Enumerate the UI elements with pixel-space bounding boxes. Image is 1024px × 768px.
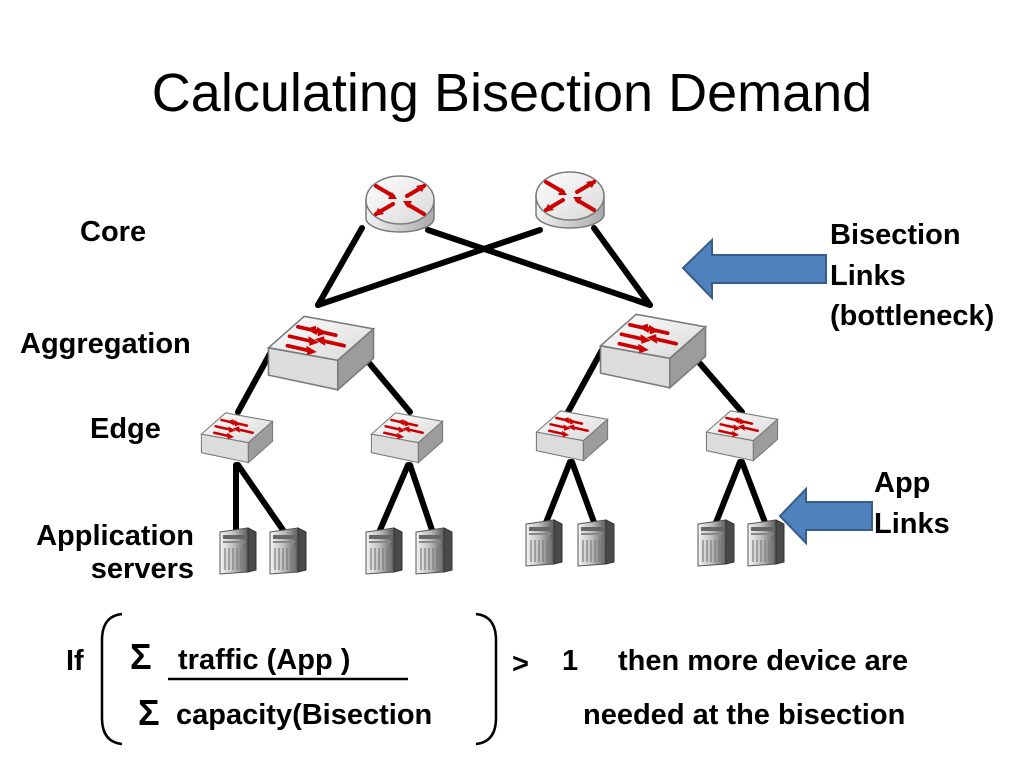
bisection-line3: (bottleneck)	[830, 300, 995, 333]
server-icon	[219, 527, 257, 575]
server-icon	[365, 527, 403, 575]
edge-server-link	[739, 459, 769, 528]
app-links-label: App Links	[874, 463, 950, 544]
agg-edge-link	[565, 347, 605, 415]
core-agg-link	[591, 225, 653, 308]
application-servers-line2: servers	[90, 553, 194, 586]
server-icon	[747, 519, 785, 567]
slide-title: Calculating Bisection Demand	[151, 63, 873, 123]
formula-conclusion-line1: then more device are	[618, 645, 909, 677]
edge-switch-icon	[535, 409, 609, 462]
core-router-icon	[364, 174, 436, 234]
application-servers-label: Application servers	[10, 520, 194, 587]
aggregation-switch-icon	[598, 312, 708, 390]
application-servers-line1: Application	[36, 520, 194, 552]
app-links-arrow-icon	[778, 486, 873, 546]
server-icon	[577, 519, 615, 567]
server-icon	[269, 527, 307, 575]
sigma-bottom: Σ	[138, 692, 160, 733]
formula-threshold: 1	[562, 645, 579, 677]
edge-server-link	[569, 459, 598, 528]
app-links-line2: Links	[874, 507, 950, 540]
edge-server-link	[235, 462, 286, 533]
edge-switch-icon	[370, 411, 444, 464]
bisection-links-label: Bisection Links (bottleneck)	[830, 215, 994, 337]
core-label: Core	[80, 216, 147, 248]
formula-if: If	[66, 645, 84, 677]
formula-numerator: traffic (App )	[178, 644, 351, 676]
server-icon	[697, 519, 735, 567]
app-links-line1: App	[874, 467, 931, 499]
right-bracket	[475, 612, 498, 746]
edge-server-link	[542, 459, 573, 528]
edge-switch-icon	[705, 409, 779, 462]
aggregation-switch-icon	[266, 314, 376, 392]
server-icon	[415, 527, 453, 575]
aggregation-label: Aggregation	[20, 328, 191, 360]
bisection-line2: Links	[830, 259, 906, 292]
formula-operator: >	[512, 648, 529, 680]
core-agg-link	[425, 227, 653, 308]
edge-server-link	[712, 459, 743, 528]
server-icon	[525, 519, 563, 567]
edge-server-link	[407, 462, 435, 533]
core-agg-link	[315, 225, 365, 308]
edge-label: Edge	[90, 413, 161, 445]
bisection-arrow-icon	[681, 237, 827, 301]
formula-conclusion-line2: needed at the bisection	[583, 699, 906, 731]
formula-denominator: capacity(Bisection	[176, 699, 433, 731]
agg-edge-link	[235, 347, 275, 415]
edge-switch-icon	[200, 411, 274, 464]
bisection-line1: Bisection	[830, 219, 961, 251]
left-bracket	[100, 612, 123, 746]
core-agg-link	[315, 227, 543, 308]
sigma-top: Σ	[130, 636, 152, 677]
edge-server-link	[377, 462, 411, 533]
core-router-icon	[534, 170, 606, 230]
